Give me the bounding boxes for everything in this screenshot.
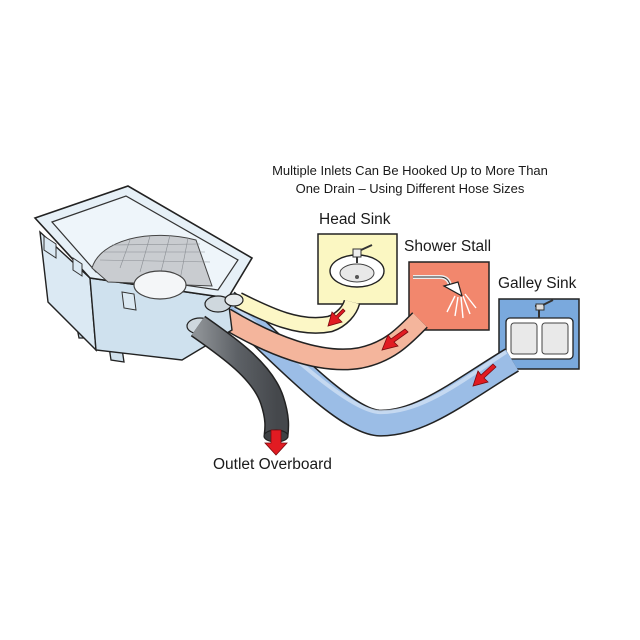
caption-line-2: One Drain – Using Different Hose Sizes	[295, 181, 525, 196]
shower-stall-panel	[408, 261, 490, 331]
double-sink-icon	[505, 299, 574, 360]
shower-head-icon	[413, 275, 477, 319]
red-arrow-icon	[264, 308, 497, 456]
sink-basin-icon	[329, 244, 385, 288]
outlet-flow-arrow	[264, 429, 288, 456]
galley-flow-arrow	[472, 363, 497, 387]
shower-stall-label: Shower Stall	[404, 238, 492, 255]
shower-flow-arrow	[381, 328, 409, 351]
head-sink-panel	[317, 233, 398, 305]
galley-sink-label: Galley Sink	[498, 275, 577, 292]
head-sink-flow-arrow	[327, 308, 346, 327]
head-sink-label: Head Sink	[319, 211, 391, 228]
diagram-caption: Multiple Inlets Can Be Hooked Up to More…	[250, 162, 570, 198]
strainer-box	[33, 185, 254, 363]
outlet-overboard-label: Outlet Overboard	[213, 456, 332, 473]
galley-sink-panel	[498, 298, 580, 370]
caption-line-1: Multiple Inlets Can Be Hooked Up to More…	[272, 163, 548, 178]
shower-hose	[219, 308, 428, 371]
